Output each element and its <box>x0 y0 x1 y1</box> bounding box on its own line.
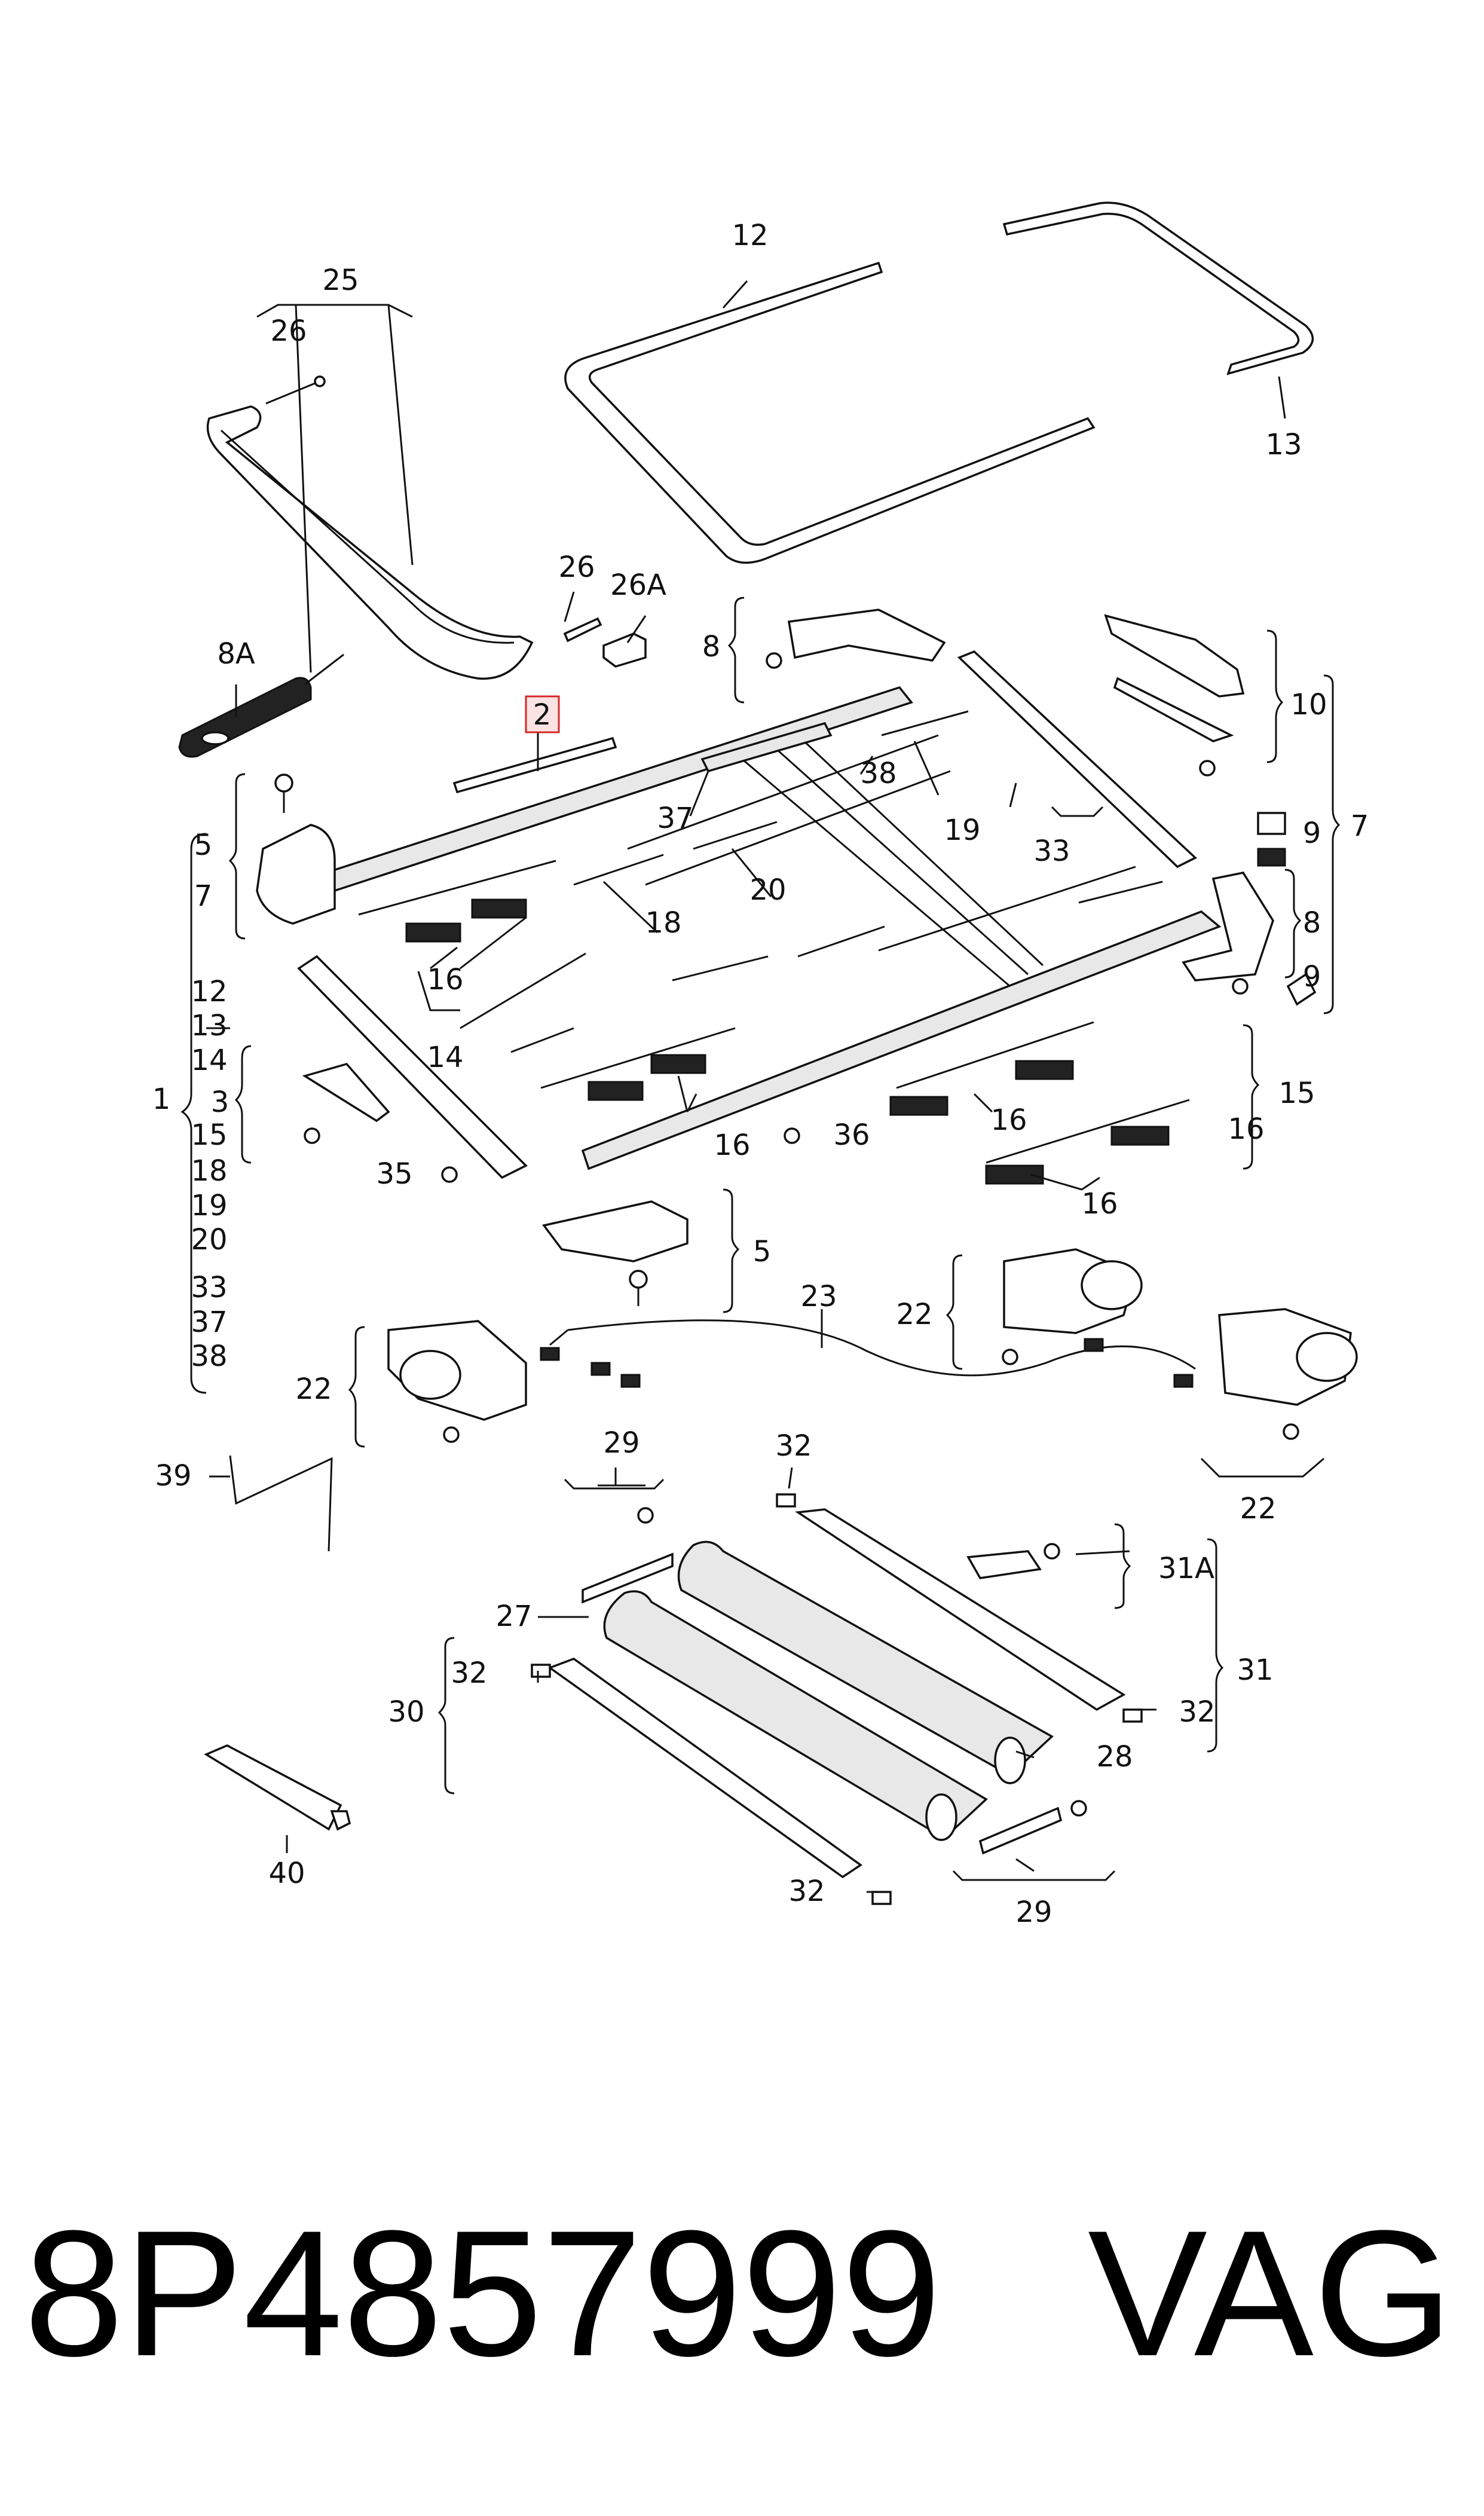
motor-22-middle <box>1002 1248 1143 1365</box>
sealant-8A <box>178 653 344 758</box>
callout-list-33: 33 <box>191 1271 227 1304</box>
callout-16-c: 16 <box>990 1103 1027 1137</box>
callout-26-top: 26 <box>270 314 307 348</box>
callout-29-bottom: 29 <box>1015 1896 1052 1929</box>
callout-16-b: 16 <box>714 1129 750 1162</box>
part-number: 8P4857999 <box>24 2193 941 2393</box>
callout-list-20: 20 <box>191 1223 227 1257</box>
motor-22-left <box>387 1320 527 1443</box>
slide-rail-16-b <box>540 1027 736 1101</box>
callout-30: 30 <box>388 1695 424 1729</box>
callout-26A: 26A <box>610 568 666 602</box>
crank-39 <box>229 1455 333 1552</box>
callout-32-top: 32 <box>775 1429 812 1463</box>
callout-16-e: 16 <box>1081 1187 1118 1221</box>
callout-2: 2 <box>533 698 552 732</box>
wiring-harness-23 <box>540 1319 1196 1388</box>
callout-19: 19 <box>944 814 980 847</box>
wind-deflector-25 <box>206 375 534 680</box>
callout-10: 10 <box>1290 688 1327 722</box>
deflector-arm-10 <box>1104 614 1245 776</box>
sunshade-roller-27 <box>603 1590 988 1841</box>
callout-list-38: 38 <box>191 1340 227 1373</box>
callout-39: 39 <box>155 1459 191 1493</box>
callout-25: 25 <box>322 264 359 297</box>
callout-5-bottom: 5 <box>753 1235 772 1268</box>
callout-1: 1 <box>152 1083 171 1116</box>
callout-28: 28 <box>1096 1740 1133 1774</box>
callout-8-top: 8 <box>702 630 721 664</box>
callout-29-top: 29 <box>603 1426 640 1460</box>
callout-7-left: 7 <box>194 879 213 913</box>
corner-bracket-5-bottom <box>541 1200 689 1306</box>
callout-9-bottom: 9 <box>1303 960 1321 993</box>
seal-13 <box>1002 201 1314 375</box>
bracket-29 <box>582 1507 1087 1855</box>
callout-38: 38 <box>860 757 896 790</box>
cables-18-19-20 <box>573 710 1163 982</box>
callout-list-18: 18 <box>191 1154 227 1188</box>
callout-32-right: 32 <box>1179 1695 1215 1729</box>
guide-strip-2 <box>452 736 617 794</box>
callout-26: 26 <box>558 551 595 584</box>
bracket-8-right <box>1182 872 1274 995</box>
callout-list-12: 12 <box>191 975 227 1008</box>
pin-26 <box>563 617 602 643</box>
sunroof-frame-1 <box>297 650 1222 1179</box>
callout-31: 31 <box>1237 1653 1273 1687</box>
callout-32-bottom: 32 <box>788 1875 825 1908</box>
grouping-braces <box>180 597 1341 1881</box>
slide-rail-16-c <box>889 1021 1094 1116</box>
callout-35: 35 <box>376 1157 412 1191</box>
callout-22-right: 22 <box>1240 1492 1276 1526</box>
clips-32 <box>531 1493 1143 1905</box>
callout-labels: 12 13 25 26 26 26A 8A 2 8 10 7 9 8 9 37 … <box>152 219 1369 1929</box>
bracket-26A <box>602 632 647 668</box>
callout-32-left: 32 <box>451 1656 487 1690</box>
callout-16-d: 16 <box>1228 1112 1264 1146</box>
sunshade-31 <box>794 1508 1126 1711</box>
grease-tube-40 <box>204 1744 351 1831</box>
callout-31A: 31A <box>1158 1552 1214 1585</box>
callout-23: 23 <box>800 1280 837 1313</box>
callout-33: 33 <box>1033 834 1070 868</box>
callout-40: 40 <box>268 1857 305 1890</box>
slide-rail-16-a <box>358 860 556 943</box>
motor-22-right <box>1218 1308 1358 1440</box>
brand: VAG <box>1088 2193 1453 2393</box>
callout-13: 13 <box>1265 428 1302 461</box>
callout-8-right: 8 <box>1303 906 1321 940</box>
glass-seal-12 <box>564 261 1096 564</box>
callout-20: 20 <box>749 873 786 907</box>
clip-9 <box>1257 812 1317 1006</box>
sunshade-roller-28 <box>677 1540 1054 1784</box>
callout-list-37: 37 <box>191 1306 227 1339</box>
bracket-8-top <box>766 609 946 669</box>
leader-lines <box>206 280 1286 1893</box>
callout-list-19: 19 <box>191 1189 227 1222</box>
callout-22-middle: 22 <box>896 1298 932 1331</box>
callout-5-left: 5 <box>194 829 213 862</box>
callout-27: 27 <box>495 1600 532 1633</box>
callout-7-right: 7 <box>1351 809 1369 843</box>
callout-8A: 8A <box>217 637 255 671</box>
callout-3: 3 <box>211 1086 230 1119</box>
callout-16-a: 16 <box>427 963 463 996</box>
callout-list-15: 15 <box>191 1118 227 1152</box>
callout-list-14: 14 <box>191 1044 227 1077</box>
callout-list-13: 13 <box>191 1009 227 1043</box>
callout-22-left: 22 <box>295 1372 332 1406</box>
callout-9-top: 9 <box>1303 817 1321 850</box>
callout-12: 12 <box>732 219 768 252</box>
bracket-3 <box>302 1063 800 1183</box>
corner-bracket-5-left <box>256 774 336 925</box>
sunshade-30 <box>547 1658 863 1879</box>
callout-37: 37 <box>657 802 693 835</box>
callout-18: 18 <box>645 906 681 940</box>
callout-36: 36 <box>833 1118 870 1152</box>
callout-2-highlight <box>525 695 560 733</box>
callout-14: 14 <box>427 1041 463 1074</box>
callout-15: 15 <box>1278 1077 1315 1110</box>
